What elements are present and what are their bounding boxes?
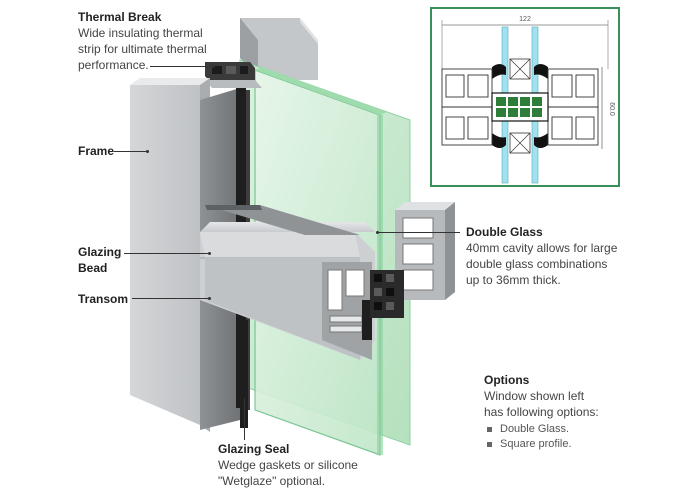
double-glass-title: Double Glass bbox=[466, 225, 543, 239]
frame-label: Frame bbox=[78, 144, 115, 158]
options-list: Double Glass. Square profile. bbox=[484, 422, 664, 452]
inset-gasket-top-right bbox=[534, 64, 548, 79]
frame-leader bbox=[114, 151, 148, 152]
glazing-seal-label: Glazing Seal Wedge gaskets or silicone "… bbox=[218, 441, 418, 489]
inset-gasket-bottom-left bbox=[492, 133, 506, 148]
width-dimension-text: 122 bbox=[519, 16, 531, 23]
glazing-seal-title: Glazing Seal bbox=[218, 442, 290, 456]
thermal-break-leader bbox=[150, 66, 214, 67]
double-glass-desc-line-2: double glass combinations bbox=[466, 257, 608, 271]
glazing-bead-label-line-1: Glazing bbox=[78, 245, 122, 259]
thermal-break-title: Thermal Break bbox=[78, 10, 162, 24]
inset-right-profile bbox=[547, 68, 599, 146]
glazing-bead-leader bbox=[124, 253, 210, 254]
height-dimension-text: 60.0 bbox=[608, 102, 615, 116]
transom-leader-dot bbox=[208, 297, 211, 300]
options-item-square-profile: Square profile. bbox=[484, 437, 664, 452]
transom-label: Transom bbox=[78, 292, 129, 306]
glazing-bead-label-line-2: Bead bbox=[78, 261, 108, 275]
inset-gasket-bottom-right bbox=[534, 133, 548, 148]
glazing-seal-strip bbox=[240, 320, 248, 428]
inset-gasket-top-left bbox=[492, 64, 506, 79]
glazing-bead-leader-dot bbox=[208, 252, 211, 255]
glazing-seal-desc-line-1: Wedge gaskets or silicone bbox=[218, 458, 358, 472]
double-glass-label: Double Glass 40mm cavity allows for larg… bbox=[466, 224, 666, 288]
transom bbox=[200, 222, 375, 360]
cross-section-inset: 122 60.0 bbox=[430, 7, 620, 187]
thermal-break-desc-line-2: strip for ultimate thermal bbox=[78, 42, 207, 56]
options-title: Options bbox=[484, 373, 530, 387]
thermal-break-desc-line-3: performance. bbox=[78, 58, 149, 72]
inset-left-profile bbox=[441, 68, 493, 146]
cross-section-drawing: 122 60.0 bbox=[441, 16, 615, 184]
double-glass-leader-dot bbox=[376, 231, 379, 234]
glazing-seal-leader-v bbox=[244, 398, 245, 440]
glazing-bead-label: Glazing Bead bbox=[78, 244, 121, 276]
options-desc-line-2: has following options: bbox=[484, 405, 599, 419]
thermal-break-desc-line-1: Wide insulating thermal bbox=[78, 26, 203, 40]
double-glass-leader bbox=[378, 232, 460, 233]
inset-thermal-break bbox=[491, 92, 549, 122]
options-box: Options Window shown left has following … bbox=[484, 372, 664, 452]
thermal-break-profile bbox=[205, 62, 262, 88]
transom-leader bbox=[132, 298, 210, 299]
options-desc-line-1: Window shown left bbox=[484, 389, 585, 403]
frame-leader-dot bbox=[146, 150, 149, 153]
thermal-break-leader-dot bbox=[212, 65, 215, 68]
double-glass-desc-line-1: 40mm cavity allows for large bbox=[466, 241, 618, 255]
glazing-bead bbox=[205, 205, 360, 235]
options-item-double-glass: Double Glass. bbox=[484, 422, 664, 437]
thermal-break-label: Thermal Break Wide insulating thermal st… bbox=[78, 9, 258, 73]
double-glass-desc-line-3: up to 36mm thick. bbox=[466, 273, 561, 287]
glazing-seal-desc-line-2: "Wetglaze" optional. bbox=[218, 474, 326, 488]
